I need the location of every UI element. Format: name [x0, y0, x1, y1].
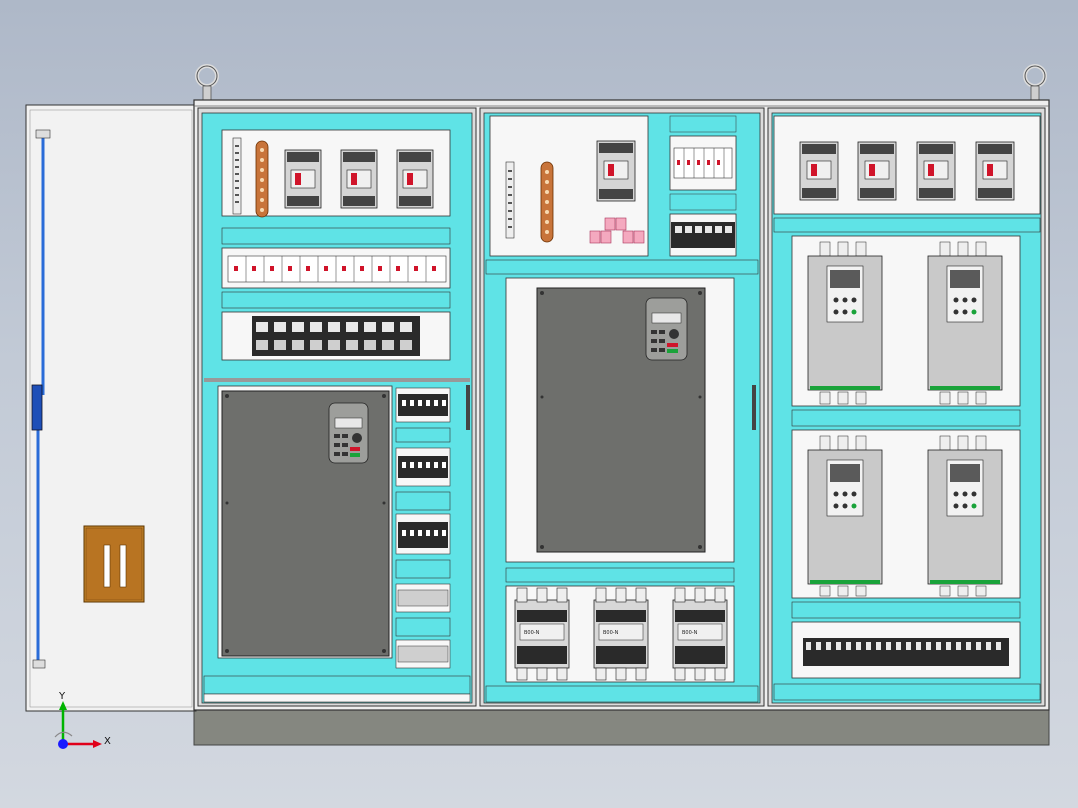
ground-busbar: [540, 161, 554, 243]
mcb-row: [673, 147, 733, 179]
cabinet-base: [193, 707, 1050, 746]
contactor: B00-N: [593, 587, 649, 681]
y-axis-label: Y: [58, 691, 66, 702]
door-handle: [31, 384, 43, 431]
circuit-breaker: [916, 141, 956, 201]
open-door: [25, 104, 197, 712]
inverter-keypad: [645, 297, 688, 361]
pink-fuse-blocks: [589, 217, 645, 244]
mcb-row: [221, 247, 451, 289]
contactor: B00-N: [514, 587, 570, 681]
inverter-keypad: [328, 402, 369, 464]
cabinet-section-3: [767, 107, 1046, 707]
frequency-inverter: [221, 390, 390, 657]
terminal-row: [791, 621, 1021, 679]
document-pocket: [83, 525, 145, 603]
circuit-breaker: [799, 141, 839, 201]
relay-row: [221, 311, 451, 361]
circuit-breaker: [340, 149, 378, 209]
soft-starter: [807, 241, 883, 405]
soft-starter: [927, 241, 1003, 405]
relay-row: [671, 222, 735, 248]
soft-starter: [927, 435, 1003, 597]
coordinate-axes: Y X: [54, 691, 111, 749]
cabinet-section-2: B00-N B00-N B00-N: [479, 107, 765, 707]
x-axis-label: X: [104, 736, 111, 747]
circuit-breaker: [857, 141, 897, 201]
contactor: B00-N: [672, 587, 728, 681]
circuit-breaker: [396, 149, 434, 209]
contactor-label: B00-N: [682, 630, 698, 636]
frequency-inverter: [536, 287, 706, 553]
ground-busbar: [255, 140, 269, 218]
lifting-eye-left: [195, 64, 219, 103]
terminal-block-group: [395, 387, 451, 669]
soft-starter: [807, 435, 883, 597]
contactor-label: B00-N: [524, 630, 540, 636]
cabinet-section-1: [197, 107, 477, 707]
circuit-breaker: [975, 141, 1015, 201]
circuit-breaker: [284, 149, 322, 209]
lifting-eye-right: [1023, 64, 1047, 103]
circuit-breaker: [596, 140, 636, 202]
contactor-label: B00-N: [603, 630, 619, 636]
